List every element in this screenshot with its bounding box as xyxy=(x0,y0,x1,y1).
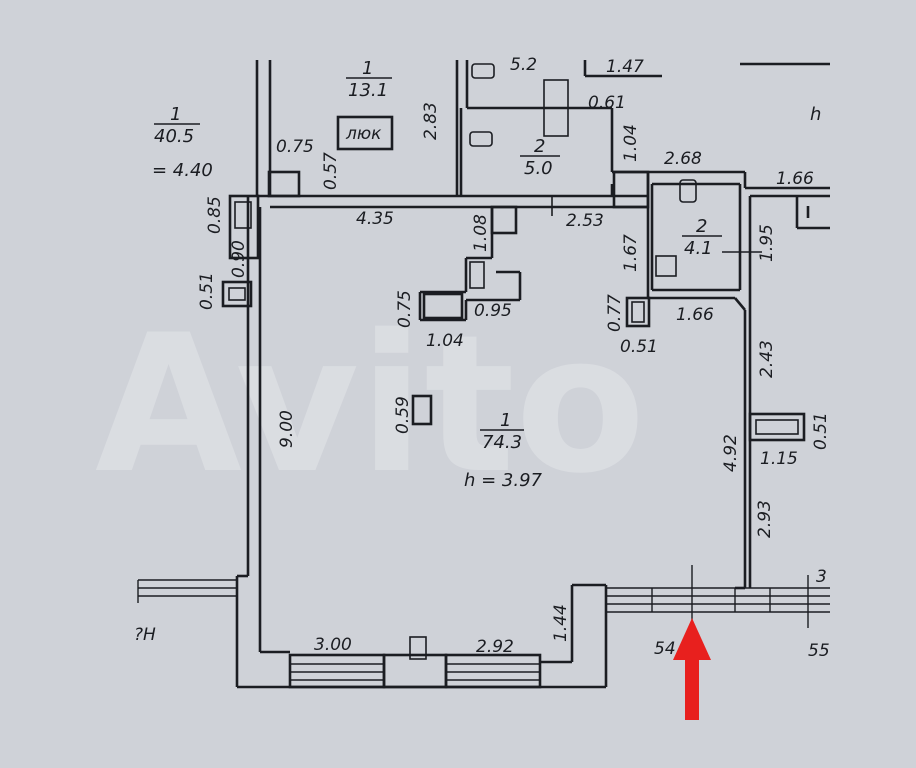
cut-label-55: 55 xyxy=(808,641,830,661)
room-area-main: 74.3 xyxy=(482,432,522,453)
cut-label-54: 54 xyxy=(654,639,676,659)
dim-0.51-c: 0.51 xyxy=(811,412,831,450)
cut-label-2h: ?H xyxy=(134,625,156,645)
dim-1.66: 1.66 xyxy=(776,169,814,189)
room-height-hall: = 4.40 xyxy=(152,160,213,181)
toilet-icon xyxy=(469,131,493,147)
toilet-icon xyxy=(471,63,495,79)
columns xyxy=(221,115,650,426)
dim-0.57: 0.57 xyxy=(321,152,341,190)
dim-0.90: 0.90 xyxy=(229,240,249,278)
dim-0.51: 0.51 xyxy=(197,272,217,310)
dim-2.53: 2.53 xyxy=(566,211,604,231)
dim-1.67: 1.67 xyxy=(621,234,641,272)
watermark: Avito xyxy=(95,294,646,515)
room-number-wc4: 2 xyxy=(696,216,707,237)
dim-1.04: 1.04 xyxy=(621,124,641,162)
dim-1.66-b: 1.66 xyxy=(676,305,714,325)
dim-2.68: 2.68 xyxy=(664,149,702,169)
room-area-wc4: 4.1 xyxy=(684,238,713,259)
dim-0.75-b: 0.75 xyxy=(395,290,415,328)
room-area-wc5: 5.0 xyxy=(524,158,553,179)
dim-0.77: 0.77 xyxy=(605,294,625,332)
sink-icon xyxy=(655,255,677,277)
room-area-hall: 40.5 xyxy=(154,126,194,147)
dim-3.00: 3.00 xyxy=(314,635,352,655)
washbasin-icon xyxy=(543,79,569,137)
dim-9.00: 9.00 xyxy=(277,410,297,448)
cut-label-5.2: 5.2 xyxy=(510,55,537,75)
room-height-top-right: h xyxy=(810,104,821,125)
room-number-13: 1 xyxy=(362,58,373,79)
dim-0.51-b: 0.51 xyxy=(620,337,658,357)
room-number-hall: 1 xyxy=(170,104,181,125)
dim-2.92: 2.92 xyxy=(476,637,514,657)
room-height-main: h = 3.97 xyxy=(464,470,543,491)
dim-1.04-b: 1.04 xyxy=(426,331,464,351)
cut-label-1.47: 1.47 xyxy=(606,57,644,77)
fixtures xyxy=(469,63,762,277)
dim-1.08: 1.08 xyxy=(471,214,491,252)
room-area-13: 13.1 xyxy=(348,80,388,101)
dim-0.61: 0.61 xyxy=(588,93,626,113)
dimension-labels: 2.83 0.75 0.57 0.85 0.90 0.51 4.35 1.08 … xyxy=(134,55,831,661)
dim-0.59: 0.59 xyxy=(393,396,413,434)
dim-0.75: 0.75 xyxy=(276,137,314,157)
arrow-up-icon xyxy=(673,618,711,720)
toilet-icon xyxy=(679,179,697,203)
dim-1.95: 1.95 xyxy=(757,224,777,262)
dim-4.35: 4.35 xyxy=(356,209,394,229)
dim-0.95: 0.95 xyxy=(474,301,512,321)
room-number-wc5: 2 xyxy=(534,136,545,157)
room-number-main: 1 xyxy=(500,410,511,431)
dim-2.43: 2.43 xyxy=(757,340,777,378)
windows xyxy=(137,62,830,689)
dim-0.85: 0.85 xyxy=(205,196,225,234)
dim-1.15: 1.15 xyxy=(760,449,798,469)
cut-label-3: 3 xyxy=(816,567,827,587)
dim-4.92: 4.92 xyxy=(721,434,741,472)
dim-2.83: 2.83 xyxy=(421,102,441,140)
dim-1.44: 1.44 xyxy=(551,604,571,642)
room-labels: 1 40.5 = 4.40 1 13.1 люк 2 5.0 2 4.1 1 7… xyxy=(152,58,821,491)
walls xyxy=(235,60,830,689)
dim-2.93: 2.93 xyxy=(755,500,775,538)
hatch-label: люк xyxy=(345,124,382,144)
